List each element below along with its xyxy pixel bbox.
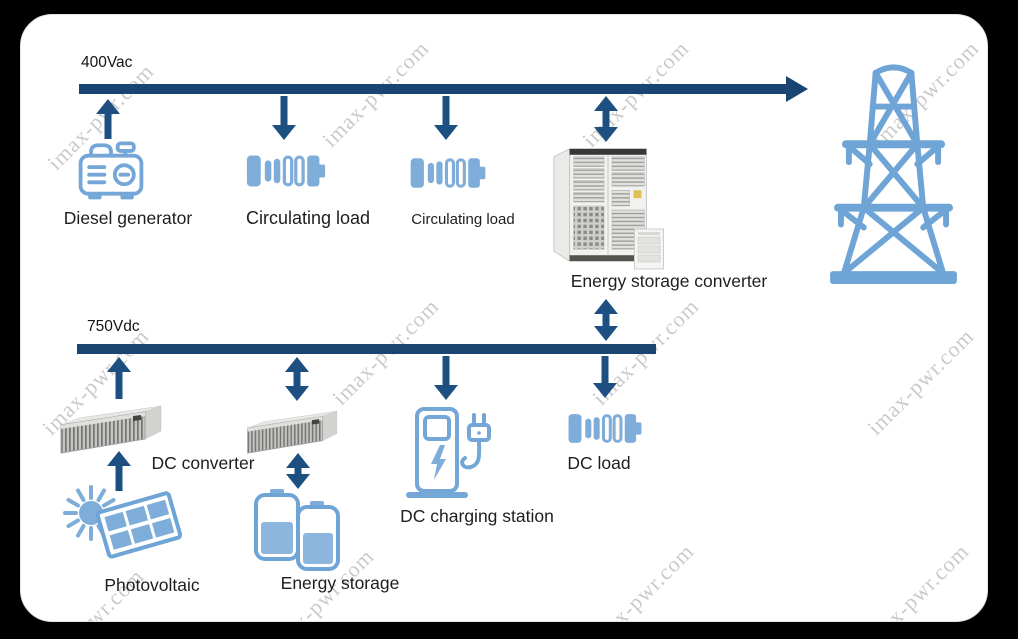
dc-converter-rack-icon — [57, 397, 169, 455]
dc-bus-label: 750Vdc — [87, 318, 140, 335]
arrow-ac-bus-to-circulating-load-1 — [272, 96, 296, 140]
arrow-ac-bus-to-circulating-load-2 — [434, 96, 458, 140]
arrow-dc-bus-to-charging-station — [434, 356, 458, 400]
photovoltaic-icon — [61, 485, 185, 571]
arrow-dc-bus-converter-bidirectional — [285, 357, 309, 401]
dc-charging-station-label: DC charging station — [400, 506, 554, 526]
diesel-generator-label: Diesel generator — [63, 208, 193, 228]
energy-storage-label: Energy storage — [280, 573, 400, 593]
circulating-load-icon — [406, 152, 490, 194]
diagram-card: imax-pwr.com imax-pwr.com imax-pwr.com i… — [20, 14, 988, 622]
dc-load-label: DC load — [567, 453, 631, 473]
arrow-photovoltaic-to-dc-converter — [107, 451, 131, 491]
circulating-load-icon — [242, 149, 330, 193]
dc-converter-rack-icon — [244, 403, 344, 455]
energy-storage-converter-label: Energy storage converter — [570, 271, 768, 291]
dc-charging-station-icon — [406, 403, 499, 505]
watermark-text: imax-pwr.com — [582, 538, 699, 622]
arrow-diesel-to-ac-bus — [96, 99, 120, 139]
circulating-load-label: Circulating load — [245, 208, 371, 228]
watermark-text: imax-pwr.com — [857, 538, 974, 622]
energy-storage-converter-icon — [552, 141, 664, 269]
arrow-converter-energy-storage-bidirectional — [286, 453, 310, 489]
watermark-text: imax-pwr.com — [862, 323, 979, 440]
diesel-generator-icon — [73, 131, 149, 207]
ac-bus-arrowhead — [786, 76, 808, 102]
converter-side-unit-icon — [634, 227, 664, 271]
watermark-text: imax-pwr.com — [317, 35, 434, 152]
arrow-dc-bus-to-dc-load — [593, 356, 617, 398]
arrow-esc-dc-bus-bidirectional — [594, 299, 618, 341]
dc-load-icon — [564, 408, 646, 449]
arrow-ac-bus-esc-bidirectional — [594, 96, 618, 142]
ac-bus-line — [79, 84, 787, 94]
photovoltaic-label: Photovoltaic — [104, 575, 200, 595]
ac-bus-label: 400Vac — [81, 54, 133, 71]
circulating-load-label: Circulating load — [411, 211, 515, 228]
arrow-dc-converter-to-dc-bus — [107, 357, 131, 399]
dc-bus-line — [77, 344, 656, 354]
dc-converter-label: DC converter — [151, 453, 255, 473]
energy-storage-icon — [254, 489, 346, 573]
transmission-tower-icon — [821, 57, 966, 287]
